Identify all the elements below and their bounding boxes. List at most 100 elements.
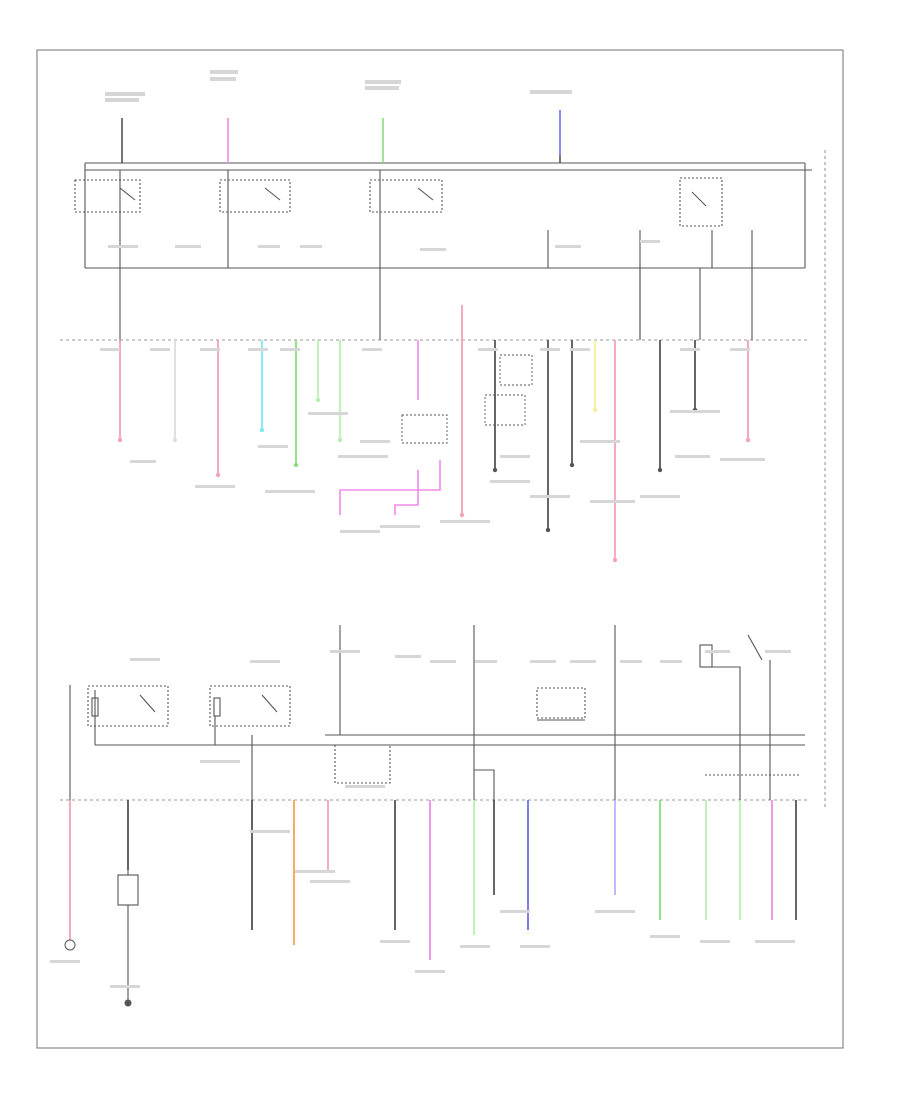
label-block-67 [595,910,635,913]
label-block-15 [100,348,120,351]
label-block-39 [580,440,620,443]
label-block-3 [210,70,238,74]
label-block-17 [200,348,220,351]
label-block-59 [295,870,335,873]
label-block-41 [640,495,680,498]
label-block-6 [365,86,399,90]
top-wire-3-terminal [215,472,221,478]
label-block-29 [265,490,315,493]
label-block-30 [308,412,348,415]
label-block-46 [250,660,280,663]
label-block-21 [478,348,498,351]
label-block-51 [530,660,556,663]
top-wire-13-terminal [745,437,751,443]
bottom-circuit-drops [69,800,797,960]
label-block-58 [250,830,290,833]
relay-1 [74,179,141,213]
top-wire-2-terminal [172,437,178,443]
label-block-11 [300,245,322,248]
label-block-61 [345,785,385,788]
magenta-bus [339,340,441,515]
label-block-45 [130,658,160,661]
label-block-47 [330,650,360,653]
label-block-62 [380,940,410,943]
label-block-40 [590,500,635,503]
label-block-14 [640,240,660,243]
label-block-8 [108,245,138,248]
label-block-49 [430,660,456,663]
bottom-relay-box [69,625,805,1000]
relay-5 [87,685,169,727]
label-block-19 [280,348,300,351]
top-wire-4-terminal [259,427,265,433]
relay-6 [209,685,291,727]
label-block-7 [530,90,572,94]
label-block-22 [540,348,560,351]
label-block-57 [200,760,240,763]
label-block-71 [50,960,80,963]
top-circuit-drops [117,305,751,563]
label-block-72 [110,985,140,988]
label-block-31 [338,455,388,458]
label-block-55 [705,650,730,653]
label-block-23 [570,348,590,351]
top-wire-6-terminal [315,397,321,403]
label-block-28 [258,445,288,448]
label-block-10 [258,245,280,248]
top-source-wires [121,110,561,163]
label-block-20 [362,348,382,351]
label-block-38 [530,495,570,498]
label-block-9 [175,245,201,248]
relay-2 [219,179,291,213]
label-block-37 [500,455,530,458]
label-block-65 [500,910,530,913]
label-block-66 [520,945,550,948]
relay-3 [369,179,443,213]
label-block-5 [365,80,401,84]
label-block-54 [660,660,682,663]
label-block-1 [105,92,145,96]
label-block-34 [380,525,420,528]
label-block-12 [420,248,446,251]
label-block-32 [360,440,390,443]
illegible-label-blocks [50,70,795,988]
label-block-43 [675,455,710,458]
top-wire-11-terminal [612,557,618,563]
label-block-27 [195,485,235,488]
label-block-44 [720,458,765,461]
top-wire-7-terminal [337,437,343,443]
top-wire-9-terminal [492,467,498,473]
label-block-68 [650,935,680,938]
relay-4 [679,177,723,227]
label-block-42 [670,410,720,413]
label-block-33 [340,530,380,533]
label-block-50 [475,660,497,663]
label-block-25 [730,348,750,351]
label-block-35 [440,520,490,523]
label-block-56 [765,650,791,653]
label-block-2 [105,98,139,102]
label-block-24 [680,348,700,351]
label-block-60 [310,880,350,883]
label-block-48 [395,655,421,658]
label-block-18 [248,348,268,351]
top-relay-box [74,162,812,340]
label-block-26 [130,460,156,463]
top-wire-10-terminal [592,407,598,413]
label-block-64 [460,945,490,948]
top-wire-1-terminal [117,437,123,443]
label-block-4 [210,77,236,81]
label-block-69 [700,940,730,943]
ground-symbols [64,939,132,1007]
diagram-frame [36,49,844,1049]
label-block-53 [620,660,642,663]
label-block-13 [555,245,581,248]
label-block-52 [570,660,596,663]
label-block-70 [755,940,795,943]
top-junctions [401,340,661,530]
top-wire-5-terminal [293,462,299,468]
label-block-63 [415,970,445,973]
top-wire-8-terminal [459,512,465,518]
